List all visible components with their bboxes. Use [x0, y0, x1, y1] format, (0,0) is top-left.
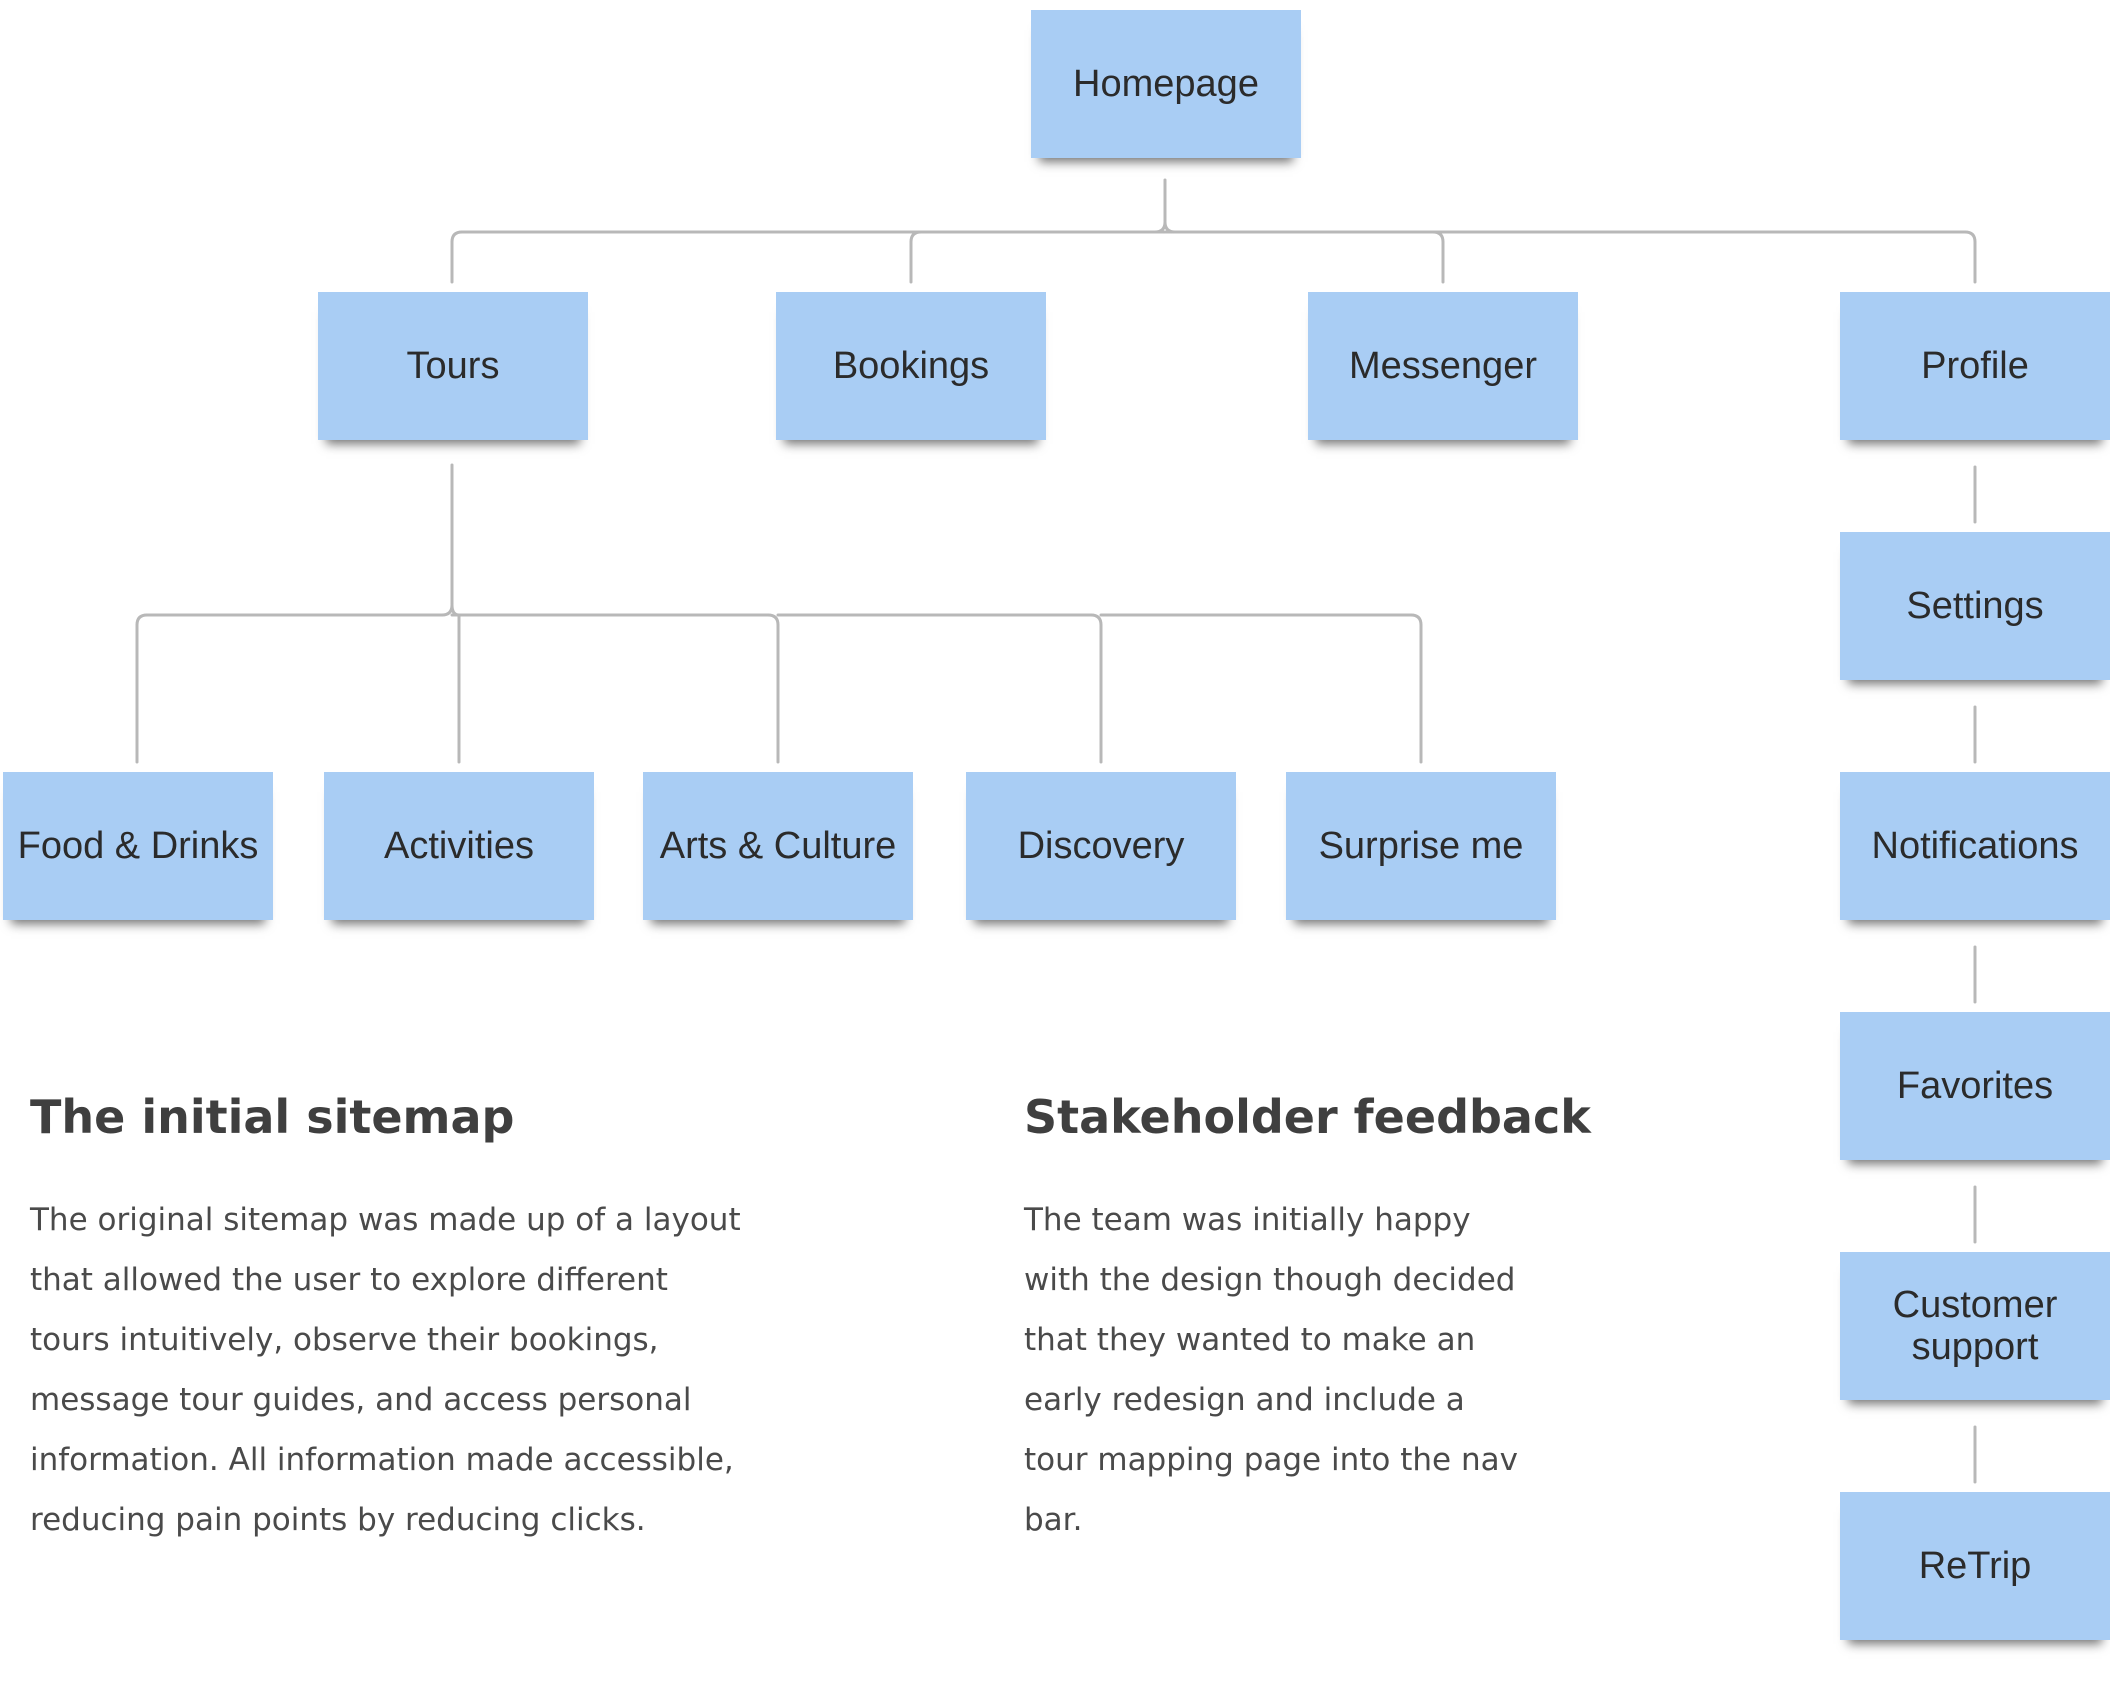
node-label: Favorites: [1896, 1065, 2054, 1107]
initial-sitemap-heading: The initial sitemap: [30, 1090, 515, 1144]
edge-homepage-profile: [1163, 220, 1977, 284]
edge-tours-surprise-me: [1099, 613, 1423, 764]
node-homepage: Homepage: [1031, 10, 1301, 158]
node-food-drinks: Food & Drinks: [3, 772, 273, 920]
initial-line: reducing pain points by reducing clicks.: [30, 1502, 646, 1538]
node-label: Surprise me: [1318, 825, 1524, 867]
node-label: Customer support: [1892, 1284, 2058, 1368]
node-notifications: Notifications: [1840, 772, 2110, 920]
initial-line: tours intuitively, observe their booking…: [30, 1322, 659, 1358]
stakeholder-feedback-heading: Stakeholder feedback: [1024, 1090, 1591, 1144]
node-settings: Settings: [1840, 532, 2110, 680]
edge-tours-activities: [450, 603, 461, 764]
node-label: Profile: [1921, 345, 2029, 387]
node-arts-culture: Arts & Culture: [643, 772, 913, 920]
feedback-line: early redesign and include a: [1024, 1382, 1465, 1418]
initial-line: information. All information made access…: [30, 1442, 734, 1478]
node-favorites: Favorites: [1840, 1012, 2110, 1160]
node-label: Activities: [384, 825, 534, 867]
feedback-line: bar.: [1024, 1502, 1083, 1538]
node-messenger: Messenger: [1308, 292, 1578, 440]
node-tours: Tours: [318, 292, 588, 440]
feedback-line: tour mapping page into the nav: [1024, 1442, 1518, 1478]
node-label: Tours: [406, 345, 500, 387]
initial-line: message tour guides, and access personal: [30, 1382, 692, 1418]
node-discovery: Discovery: [966, 772, 1236, 920]
node-label: Bookings: [832, 345, 990, 387]
edge-tours-arts-culture: [450, 613, 780, 764]
stakeholder-feedback-body: The team was initially happy with the de…: [1024, 1190, 1518, 1550]
node-bookings: Bookings: [776, 292, 1046, 440]
edge-homepage-bookings: [909, 230, 1167, 284]
node-label: Food & Drinks: [17, 825, 259, 867]
feedback-line: that they wanted to make an: [1024, 1322, 1476, 1358]
edge-homepage-messenger: [1163, 230, 1445, 284]
node-activities: Activities: [324, 772, 594, 920]
node-label: ReTrip: [1918, 1545, 2032, 1587]
node-label: Messenger: [1349, 345, 1537, 387]
initial-sitemap-body: The original sitemap was made up of a la…: [30, 1190, 741, 1550]
edge-tours-discovery: [776, 613, 1103, 764]
node-label: Discovery: [1017, 825, 1185, 867]
node-profile: Profile: [1840, 292, 2110, 440]
feedback-line: with the design though decided: [1024, 1262, 1516, 1298]
node-surprise-me: Surprise me: [1286, 772, 1556, 920]
initial-line: that allowed the user to explore differe…: [30, 1262, 668, 1298]
node-label: Homepage: [1073, 63, 1259, 105]
node-label: Notifications: [1871, 825, 2079, 867]
initial-line: The original sitemap was made up of a la…: [30, 1202, 741, 1238]
node-label: Arts & Culture: [659, 825, 897, 867]
node-retrip: ReTrip: [1840, 1492, 2110, 1640]
node-customer-support: Customer support: [1840, 1252, 2110, 1400]
edge-tours-food-drinks: [135, 463, 454, 764]
feedback-line: The team was initially happy: [1024, 1202, 1471, 1238]
node-label: Settings: [1906, 585, 2044, 627]
